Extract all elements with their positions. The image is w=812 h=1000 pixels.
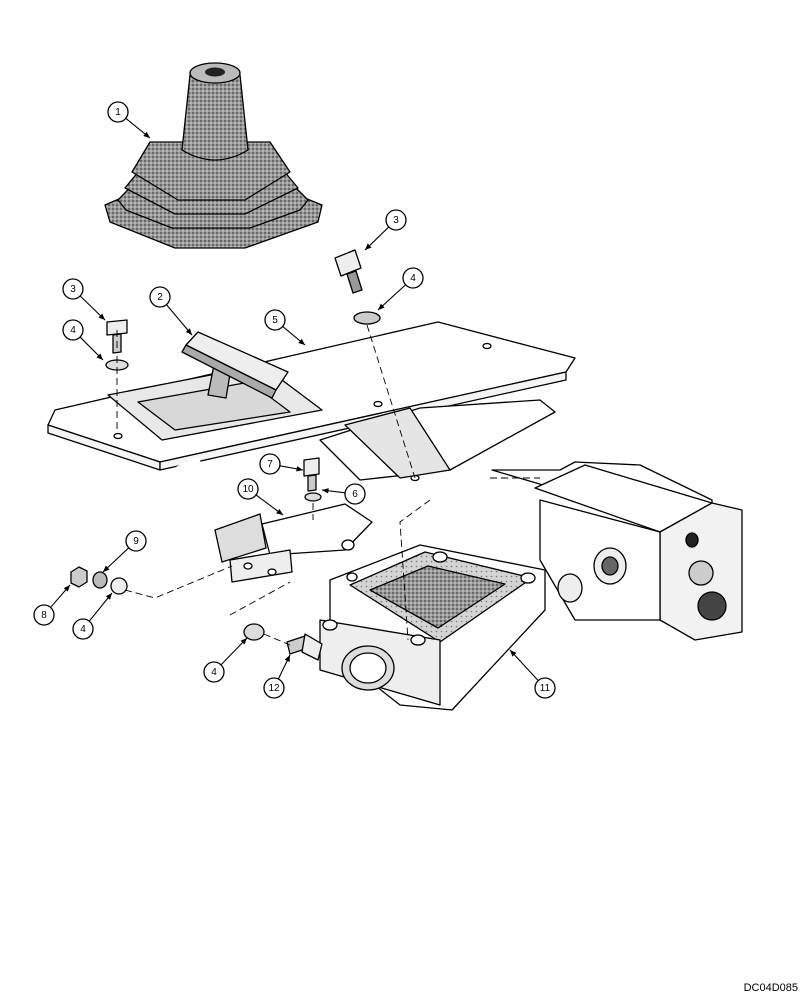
callout-circle <box>149 286 171 308</box>
callout-4: 4 <box>203 637 248 683</box>
callout-circle <box>263 677 285 699</box>
callout-circle <box>402 267 424 289</box>
assembly-lines <box>116 324 540 646</box>
callout-label: 10 <box>242 484 254 495</box>
lever-bracket <box>214 503 373 583</box>
callout-4: 4 <box>377 267 424 311</box>
washer-4-lower <box>243 623 265 641</box>
callout-circle <box>62 278 84 300</box>
callout-10: 10 <box>237 478 284 516</box>
bolt-12 <box>286 633 323 661</box>
callout-circle <box>72 618 94 640</box>
cover-plate <box>47 321 576 482</box>
callout-label: 4 <box>211 667 217 678</box>
callout-2: 2 <box>149 286 193 336</box>
washer-center <box>304 492 322 502</box>
callout-4: 4 <box>62 319 104 361</box>
callout-arrowhead <box>63 585 70 592</box>
callout-6: 6 <box>321 483 366 505</box>
callout-11: 11 <box>509 649 556 699</box>
callout-circle <box>203 661 225 683</box>
callout-arrowhead <box>105 593 112 600</box>
callout-label: 11 <box>540 683 551 694</box>
callout-label: 9 <box>133 536 139 547</box>
callout-arrowhead <box>103 565 110 572</box>
callout-circle <box>107 101 129 123</box>
washer-upper-right <box>353 311 381 325</box>
bolt-left <box>106 319 128 354</box>
callout-8: 8 <box>33 584 71 626</box>
callout-circle <box>33 604 55 626</box>
lever-handle <box>181 331 289 399</box>
callout-arrowhead <box>276 508 283 515</box>
callout-arrowhead <box>284 655 290 662</box>
callout-circle <box>534 677 556 699</box>
linkage-rod <box>157 457 216 565</box>
callout-arrowhead <box>98 313 105 320</box>
callout-arrowhead <box>322 488 329 494</box>
callout-label: 8 <box>41 610 47 621</box>
callout-circle <box>264 309 286 331</box>
callout-arrowhead <box>96 353 103 360</box>
callout-arrowhead <box>296 466 303 472</box>
callout-arrowhead <box>298 338 305 345</box>
callout-arrowhead <box>510 650 517 657</box>
callout-circle <box>62 319 84 341</box>
callout-label: 12 <box>268 683 280 694</box>
callout-1: 1 <box>107 101 151 139</box>
rubber-boot <box>104 62 323 249</box>
nut-8 <box>70 566 88 588</box>
callout-circle <box>385 209 407 231</box>
washer-4-lower-left <box>110 577 128 595</box>
callout-label: 2 <box>157 292 163 303</box>
callout-circle <box>125 530 147 552</box>
callout-label: 4 <box>70 325 76 336</box>
callout-circle <box>237 478 259 500</box>
callout-label: 4 <box>80 624 86 635</box>
callout-label: 1 <box>115 107 121 118</box>
callout-arrowhead <box>185 328 192 335</box>
bolt-upper-right <box>334 249 363 294</box>
callout-leader <box>166 304 193 336</box>
valve-body <box>319 461 743 711</box>
callout-4: 4 <box>72 592 113 640</box>
callout-leader <box>509 649 539 682</box>
callout-label: 4 <box>410 273 416 284</box>
callout-9: 9 <box>102 530 147 573</box>
callout-label: 7 <box>267 459 273 470</box>
callout-7: 7 <box>259 453 304 475</box>
callout-label: 6 <box>352 489 358 500</box>
callout-3: 3 <box>62 278 106 321</box>
callout-circle <box>259 453 281 475</box>
callout-circle <box>344 483 366 505</box>
callout-label: 3 <box>70 284 76 295</box>
callout-arrowhead <box>143 131 150 138</box>
callout-3: 3 <box>364 209 407 251</box>
drawing-reference-code: DC04D085 <box>743 982 798 994</box>
callout-12: 12 <box>263 654 291 699</box>
callout-arrowhead <box>240 638 247 645</box>
callout-5: 5 <box>264 309 306 346</box>
mounting-bracket <box>319 399 556 481</box>
washer-9 <box>92 571 108 589</box>
callout-arrowhead <box>378 303 385 310</box>
bolt-center <box>303 457 320 492</box>
callout-label: 3 <box>393 215 399 226</box>
callout-arrowhead <box>365 243 372 250</box>
callout-label: 5 <box>272 315 278 326</box>
